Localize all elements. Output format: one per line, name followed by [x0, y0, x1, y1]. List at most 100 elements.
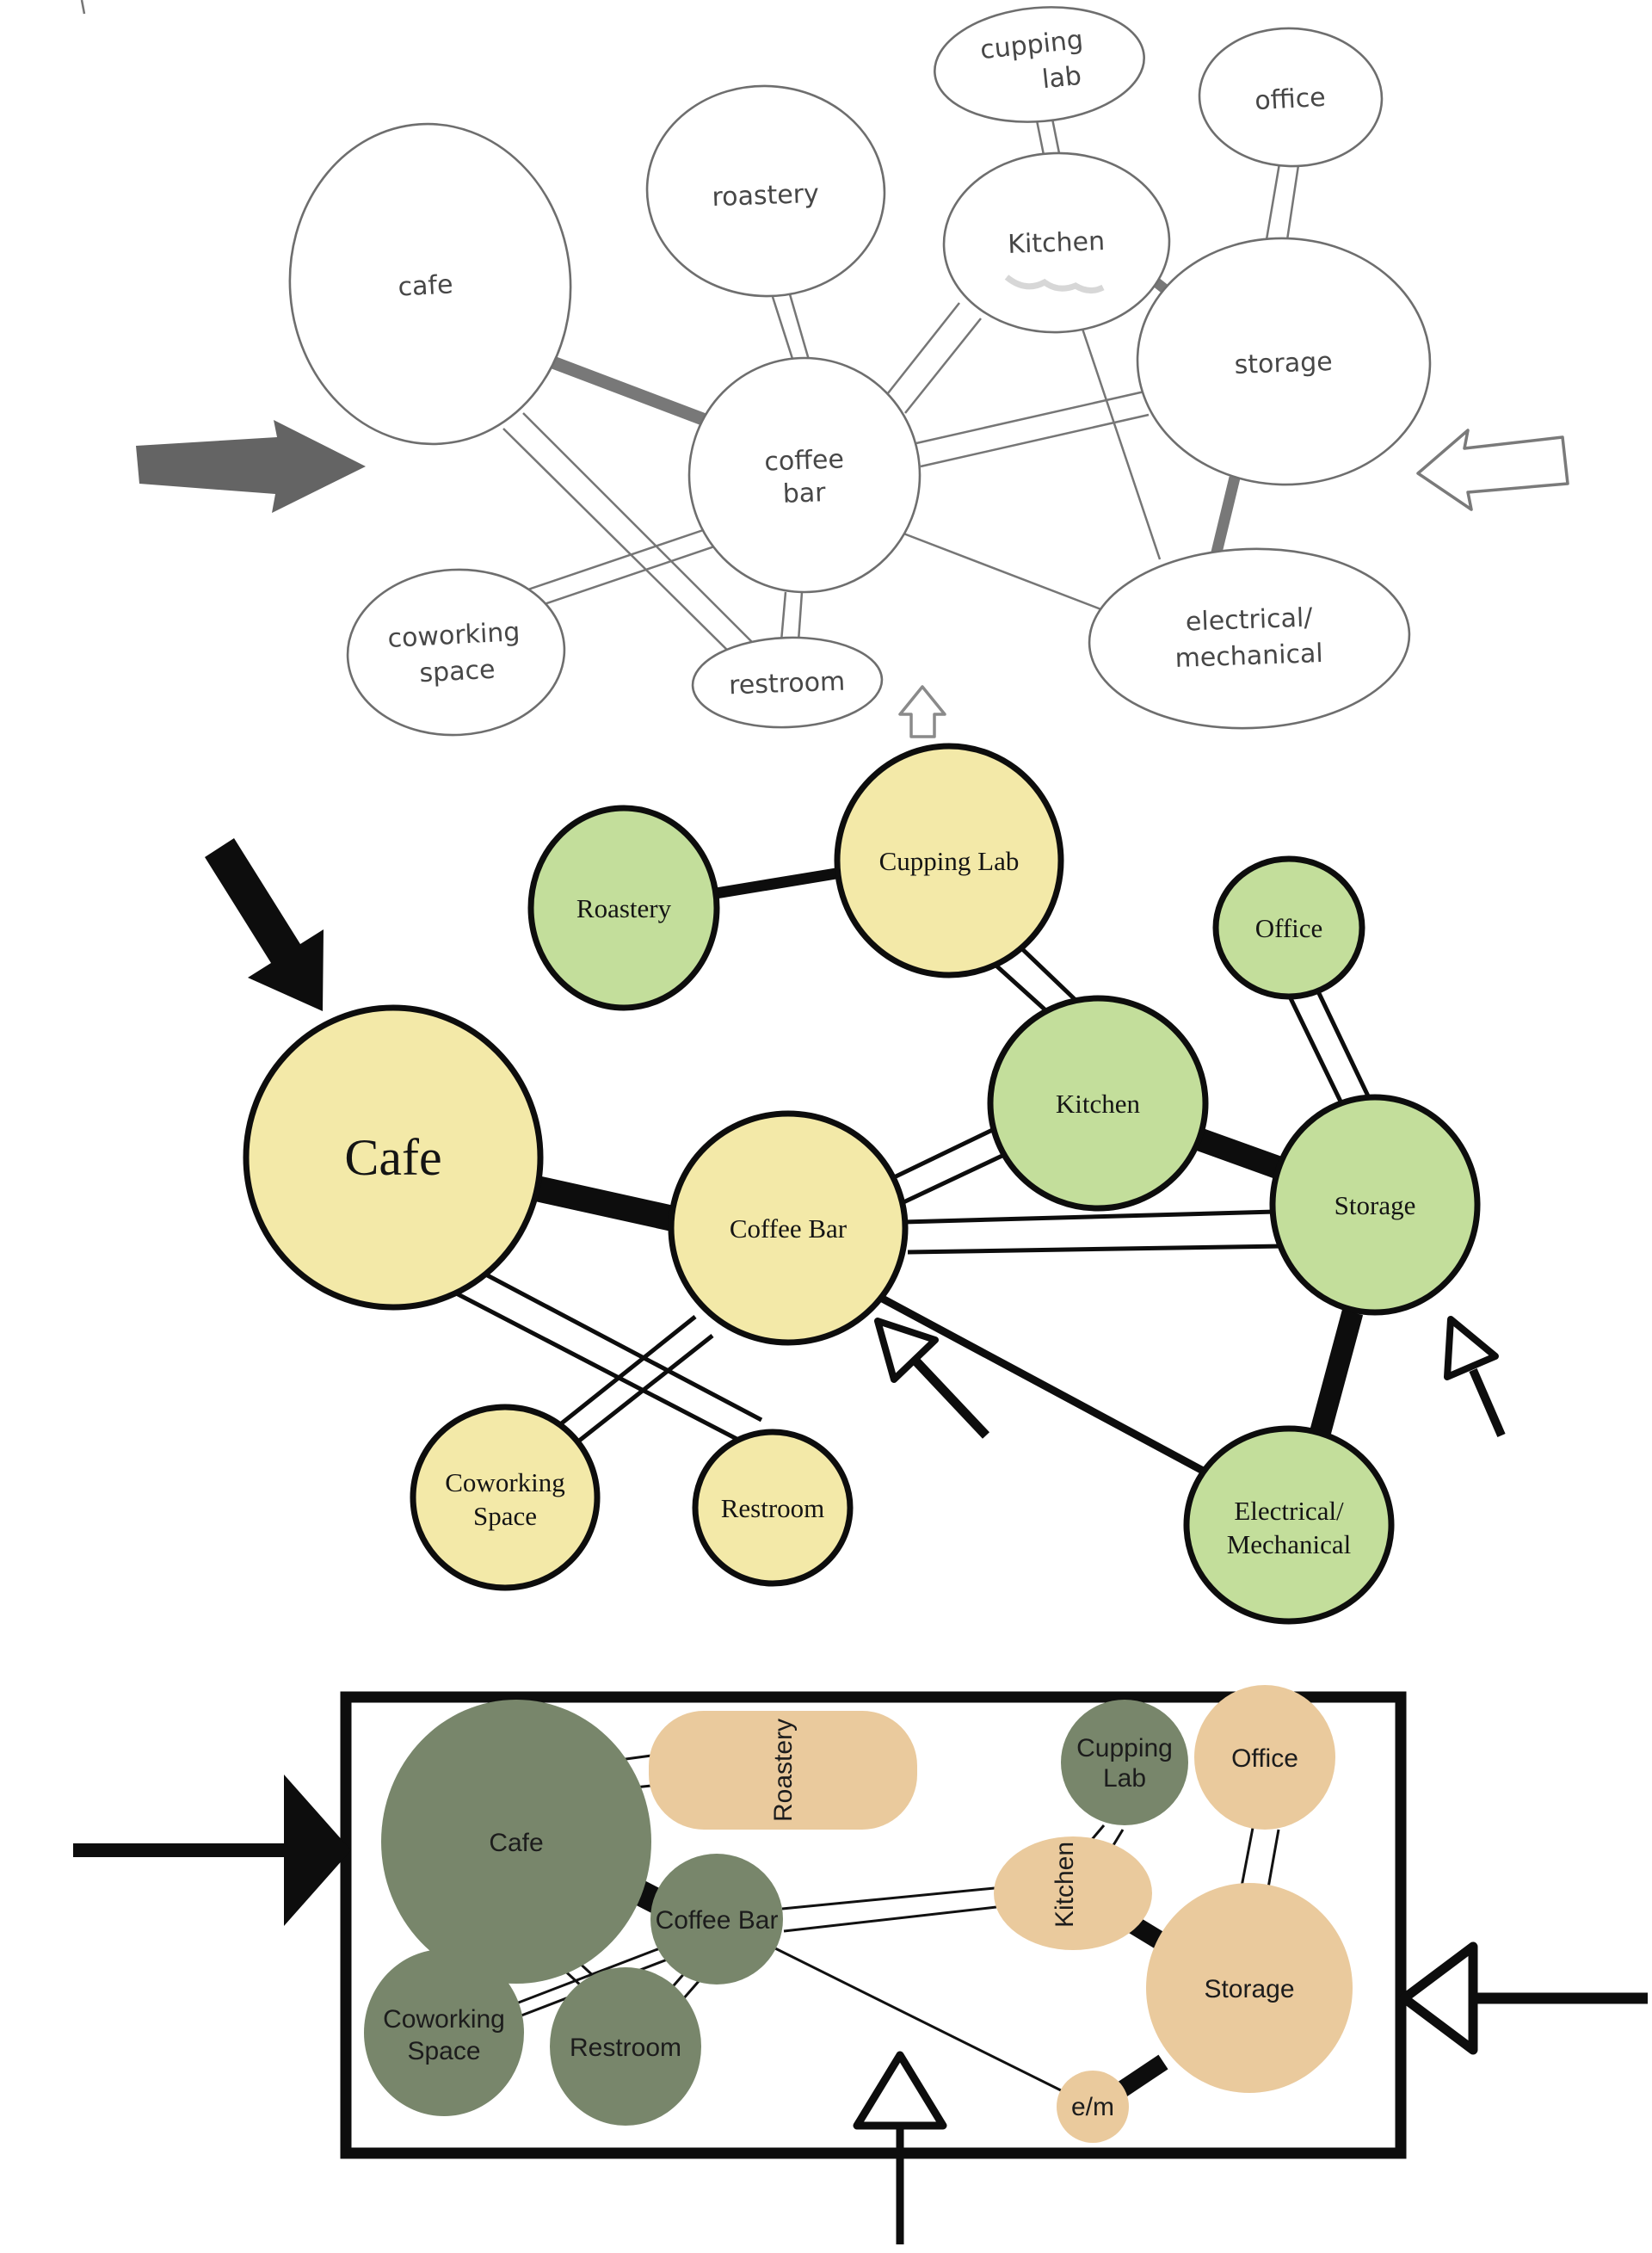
link-cafe-coffeebar	[521, 1173, 692, 1235]
floor-plan-nodes: Cafe Roastery Coffee Bar Coworking Space…	[364, 1685, 1353, 2143]
coworking-label-line1: Coworking	[445, 1467, 565, 1497]
link-em-storage	[1112, 2054, 1168, 2101]
coworking-bubble	[346, 568, 566, 737]
sketch-node-storage: storage	[1136, 237, 1432, 486]
cupping-lab-circle	[834, 743, 1064, 978]
office-blob	[1194, 1685, 1335, 1830]
link-office-storage-a	[1263, 163, 1281, 250]
link-coffeebar-em	[898, 530, 1111, 614]
electrical-label-line1: Electrical/	[1234, 1496, 1344, 1526]
coffee-bar-label-line1: coffee	[764, 444, 845, 477]
link-cafe-restroom-a	[502, 428, 737, 659]
link-office-storage-b	[1284, 164, 1300, 252]
roastery-bubble	[645, 84, 886, 298]
link-em-coffeebar	[862, 1286, 1207, 1475]
coworking-label-line2: Space	[473, 1501, 537, 1531]
floor-plan-entry-arrow-right-icon	[1399, 1941, 1648, 2055]
em-label: e/m	[1071, 2093, 1114, 2121]
sketch-node-roastery: roastery	[645, 84, 886, 298]
floor-plan-entry-arrow-bottom-icon	[853, 2051, 947, 2244]
link-storage-em	[1209, 476, 1241, 561]
floor-plan-node-cupping-lab: Cupping Lab	[1061, 1700, 1188, 1825]
link-cafe-coffeebar	[548, 355, 717, 430]
coffee-bar-blob	[650, 1854, 783, 1984]
coffee-bar-circle	[668, 1110, 909, 1346]
restroom-blob	[550, 1967, 701, 2126]
link-coworking-coffeebar-a	[528, 540, 728, 611]
bubble-node-coffee-bar: Coffee Bar	[668, 1110, 909, 1346]
sketch-entry-arrow-right-icon	[1416, 429, 1569, 511]
bubble-nodes: Roastery Cupping Lab Office Cafe Kitchen…	[243, 743, 1481, 1625]
cupping-lab-label-line1: Cupping	[1076, 1734, 1173, 1762]
restroom-circle	[692, 1429, 854, 1587]
bubble-node-cupping-lab: Cupping Lab	[834, 743, 1064, 978]
link-cafe-restroom-b	[463, 1261, 763, 1423]
link-coffeebar-restroom-b	[797, 591, 804, 642]
storage-label: storage	[1234, 347, 1333, 380]
hand-sketch-diagram: cafe roastery cupping lab office Kitchen	[80, 0, 1569, 737]
floor-plan-entry-arrow-left-icon	[73, 1775, 351, 1926]
link-roastery-cuppinglab	[704, 865, 854, 901]
sketch-node-kitchen: Kitchen	[942, 151, 1171, 334]
kitchen-label: Kitchen	[1056, 1089, 1141, 1119]
link-cuppinglab-kitchen-b	[1014, 941, 1077, 1002]
floor-plan-node-storage: Storage	[1146, 1883, 1353, 2093]
cafe-label: Cafe	[489, 1829, 543, 1857]
link-coffeebar-coworking-a	[564, 1334, 714, 1453]
entry-arrow-cupping-lab-icon	[898, 685, 946, 738]
office-label: Office	[1231, 1744, 1298, 1773]
kitchen-blob	[994, 1836, 1152, 1950]
floor-plan-node-em: e/m	[1057, 2071, 1129, 2143]
cafe-label: Cafe	[344, 1129, 441, 1186]
link-coffeebar-kitchen-a	[889, 1120, 1008, 1182]
link-coffeebar-kitchen-b	[783, 1905, 997, 1933]
link-coffeebar-storage-a	[903, 1209, 1276, 1225]
floor-plan-node-coffee-bar: Coffee Bar	[650, 1854, 783, 1984]
cafe-circle	[243, 1004, 544, 1311]
roastery-label: Roastery	[576, 893, 672, 923]
link-kitchen-em	[1081, 328, 1162, 560]
coworking-label-line1: coworking	[387, 617, 521, 654]
cupping-lab-label-line2: lab	[1040, 61, 1082, 96]
link-coffeebar-restroom-a	[780, 591, 787, 642]
bubble-node-electrical-mechanical: Electrical/ Mechanical	[1183, 1425, 1395, 1625]
restroom-label: Restroom	[570, 2034, 681, 2062]
entry-arrow-coffee-bar-icon	[874, 1318, 990, 1439]
kitchen-erased-scribble	[1004, 275, 1105, 293]
link-em-storage	[1308, 1309, 1364, 1441]
coworking-label-line2: space	[419, 655, 496, 689]
arrow-head	[1444, 1316, 1499, 1380]
floor-plan-node-restroom: Restroom	[550, 1967, 701, 2126]
em-blob	[1057, 2071, 1129, 2143]
sketch-bubbles: cafe roastery cupping lab office Kitchen	[288, 6, 1432, 737]
arrow-head	[284, 1775, 351, 1926]
kitchen-circle	[987, 995, 1209, 1212]
sketch-node-cupping-lab: cupping lab	[934, 6, 1145, 123]
bubble-diagram: Roastery Cupping Lab Office Cafe Kitchen…	[205, 685, 1506, 1625]
link-coffeebar-coworking-b	[549, 1315, 697, 1434]
bubble-node-roastery: Roastery	[527, 805, 720, 1011]
storage-bubble	[1136, 237, 1432, 486]
link-cafe-restroom-b	[522, 412, 755, 645]
storage-label: Storage	[1204, 1975, 1294, 2003]
office-label: office	[1254, 83, 1326, 116]
sketch-node-electrical-mechanical: electrical/ mechanical	[1088, 547, 1411, 730]
electrical-mechanical-bubble	[1088, 547, 1411, 730]
bubble-node-cafe: Cafe	[243, 1004, 544, 1311]
floor-plan-node-cafe: Cafe	[381, 1700, 651, 1984]
arrow-stem	[910, 1356, 990, 1439]
sketch-entry-arrow-left-icon	[136, 420, 366, 513]
restroom-label: Restroom	[721, 1493, 825, 1523]
floor-plan-boundary	[340, 1691, 1407, 2159]
floor-plan-node-coworking-space: Coworking Space	[364, 1949, 524, 2116]
restroom-label: restroom	[729, 667, 846, 701]
link-coffeebar-kitchen-a	[781, 1886, 996, 1910]
bubble-node-kitchen: Kitchen	[987, 995, 1209, 1212]
link-kitchen-coffeebar-a	[884, 302, 960, 398]
floor-plan-node-office: Office	[1194, 1685, 1335, 1830]
bubble-node-restroom: Restroom	[692, 1429, 854, 1587]
link-coworking-coffeebar-a	[515, 1945, 665, 2005]
electrical-label-line2: mechanical	[1174, 639, 1323, 674]
